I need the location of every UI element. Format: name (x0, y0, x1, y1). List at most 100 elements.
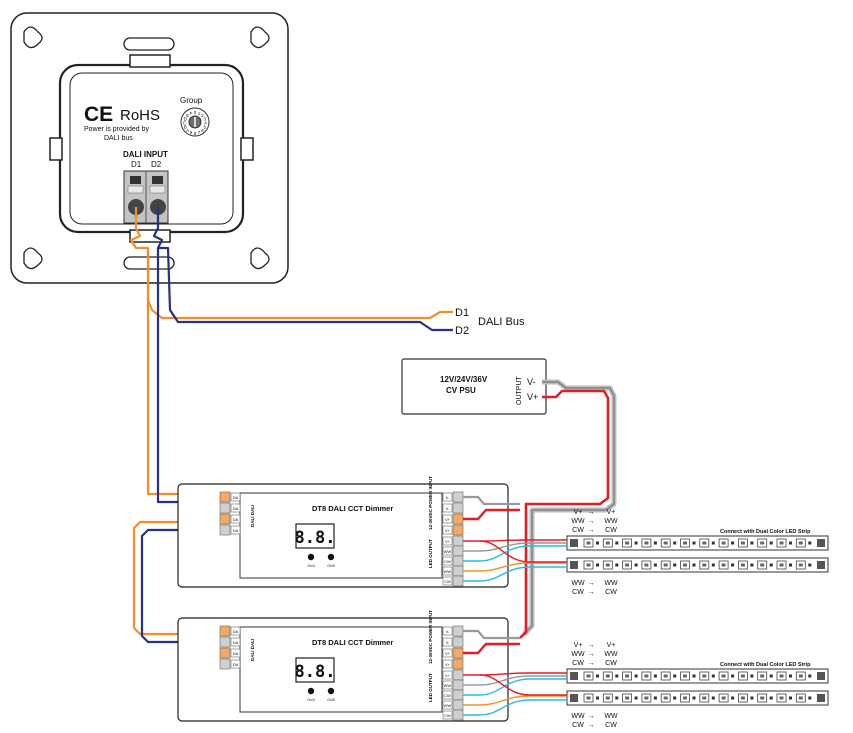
segment-display (295, 523, 335, 549)
dimmer-button-1[interactable] (307, 687, 315, 695)
dali-terminal-screw[interactable] (219, 491, 231, 503)
strip-output-wires (463, 539, 567, 582)
output-wire (463, 542, 567, 552)
strip-pin-map-cell: → (588, 660, 595, 667)
strip-pin-map-cell: WW (571, 580, 585, 587)
dali-terminal-screw[interactable] (219, 625, 231, 637)
led-strip-group-2: Connect with Dual Color LED StripV+→V+WW… (463, 642, 829, 729)
output-pin-label: WW (444, 549, 452, 554)
dimmer-button-2[interactable] (327, 687, 335, 695)
output-terminal-screw[interactable] (452, 679, 464, 691)
output-terminal-screw[interactable] (452, 689, 464, 701)
power-pin-label: V+ (445, 528, 451, 533)
dali-pin-label: DA (233, 629, 239, 634)
dali-pin-label: DA (233, 517, 239, 522)
screw-slot-br (250, 247, 270, 270)
dali-port-label: DALI DALI (250, 505, 255, 527)
led-strip (566, 668, 829, 684)
output-terminal-screw[interactable] (452, 545, 464, 557)
power-pin-label: V+ (445, 662, 451, 667)
psu-wires (519, 379, 617, 639)
strip-pin-map-cell: WW (604, 713, 618, 720)
segment-display-value: 8.8. (295, 528, 336, 548)
dimmer-button-1-label: On/4 (307, 698, 315, 702)
strip-pad (570, 561, 578, 569)
dial-digit: 1 (198, 111, 201, 116)
dali-panel: CE RoHS Power is provided by DALI bus Gr… (10, 12, 289, 284)
output-wire (479, 674, 567, 696)
led-strip-group-1: Connect with Dual Color LED StripV+→V+WW… (463, 509, 829, 596)
strip-title: Connect with Dual Color LED Strip (720, 662, 811, 668)
power-terminal-screw[interactable] (452, 513, 464, 525)
output-wire (463, 699, 567, 716)
dial-digit: A (186, 128, 189, 133)
output-terminal-screw[interactable] (452, 669, 464, 681)
bus-d2-label: D2 (455, 325, 469, 337)
psu-v-plus: V+ (527, 392, 538, 402)
dali-terminal-screw[interactable] (219, 636, 231, 648)
power-note-line2: DALI bus (104, 135, 133, 142)
psu-voltage-label: 12V/24V/36V (440, 375, 488, 384)
slot-top (123, 37, 175, 51)
power-pin-label: V+ (445, 651, 451, 656)
segment-display-value: 8.8. (295, 662, 336, 682)
psu-v-minus: V- (527, 377, 536, 387)
power-pin-label: V- (446, 506, 450, 511)
dial-digit: E (186, 113, 189, 118)
power-terminal-screw[interactable] (452, 625, 464, 637)
power-pin-label: V+ (445, 517, 451, 522)
dali-terminal-screw[interactable] (219, 513, 231, 525)
output-terminal-screw[interactable] (452, 535, 464, 547)
dial-digit: 9 (190, 130, 193, 135)
strip-pin-map-cell: WW (571, 518, 585, 525)
strip-pin-map-cell: V+ (607, 642, 616, 649)
power-terminal-screw[interactable] (452, 658, 464, 670)
power-positive-lead (463, 642, 520, 655)
power-positive-lead (463, 508, 520, 521)
output-terminal-screw[interactable] (452, 709, 464, 721)
clip-bottom (129, 229, 171, 243)
dali-terminal-screw[interactable] (219, 502, 231, 514)
strip-pad (570, 694, 578, 702)
strip-pad (817, 539, 825, 547)
output-terminal-screw[interactable] (452, 699, 464, 711)
power-terminal-screw[interactable] (452, 502, 464, 514)
strip-pin-map-cell: CW (572, 660, 584, 667)
dimmer-button-2[interactable] (327, 553, 335, 561)
power-terminal-screw[interactable] (452, 647, 464, 659)
output-wire (463, 675, 567, 686)
output-terminal-screw[interactable] (452, 575, 464, 587)
dali-terminal-screw[interactable] (219, 524, 231, 536)
led-strip (566, 557, 829, 573)
dial-digit: 8 (194, 131, 197, 136)
d1-wire-to-dimmer1 (146, 248, 232, 496)
power-terminal-screw[interactable] (452, 491, 464, 503)
psu-type-label: CV PSU (446, 386, 476, 395)
dimmer-title: DT8 DALI CCT Dimmer (312, 504, 393, 513)
power-terminal-screw[interactable] (452, 524, 464, 536)
strip-pad (817, 694, 825, 702)
rohs-label: RoHS (120, 107, 160, 124)
dial-digit: 2 (201, 113, 204, 118)
dimmer-button-1-label: On/4 (307, 564, 315, 568)
dimmer-button-2-label: On/5 (327, 698, 335, 702)
output-terminal-screw[interactable] (452, 555, 464, 567)
dimmer-front-panel (239, 626, 443, 713)
dali-terminal-screw[interactable] (219, 647, 231, 659)
output-terminal-screw[interactable] (452, 565, 464, 577)
power-negative-lead (463, 629, 520, 640)
dali-terminal-screw[interactable] (219, 658, 231, 670)
bus-label: DALI Bus (478, 316, 525, 328)
power-pin-label: V- (446, 629, 450, 634)
dali-pin-label: DA (233, 506, 239, 511)
power-terminal-screw[interactable] (452, 636, 464, 648)
strip-output-wires (463, 672, 567, 716)
output-pin-label: CW (444, 579, 451, 584)
dimmer-button-1[interactable] (307, 553, 315, 561)
